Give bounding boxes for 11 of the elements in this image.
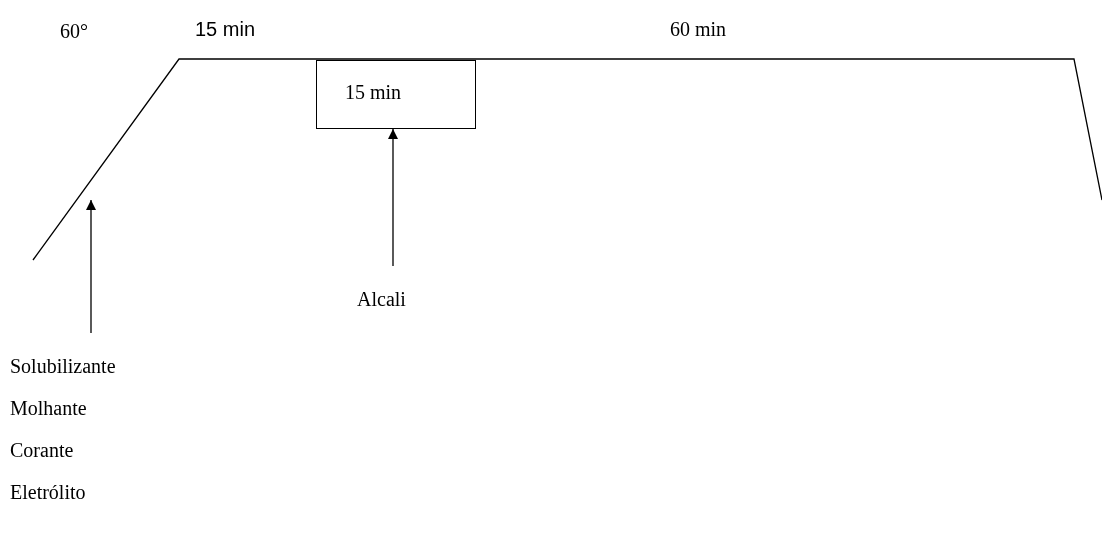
additive-label: Molhante [10, 397, 87, 419]
additive-label: Corante [10, 439, 74, 461]
additive-label: Eletrólito [10, 481, 86, 503]
arrow [85, 199, 97, 334]
additive-label: Solubilizante [10, 355, 116, 377]
duration-box: 15 min [316, 60, 476, 129]
arrow [387, 128, 399, 267]
temperature-label: 60° [60, 20, 88, 42]
duration-label: 60 min [670, 18, 727, 40]
duration-label: 15 min [195, 18, 256, 40]
additive-label: Alcali [357, 288, 406, 310]
